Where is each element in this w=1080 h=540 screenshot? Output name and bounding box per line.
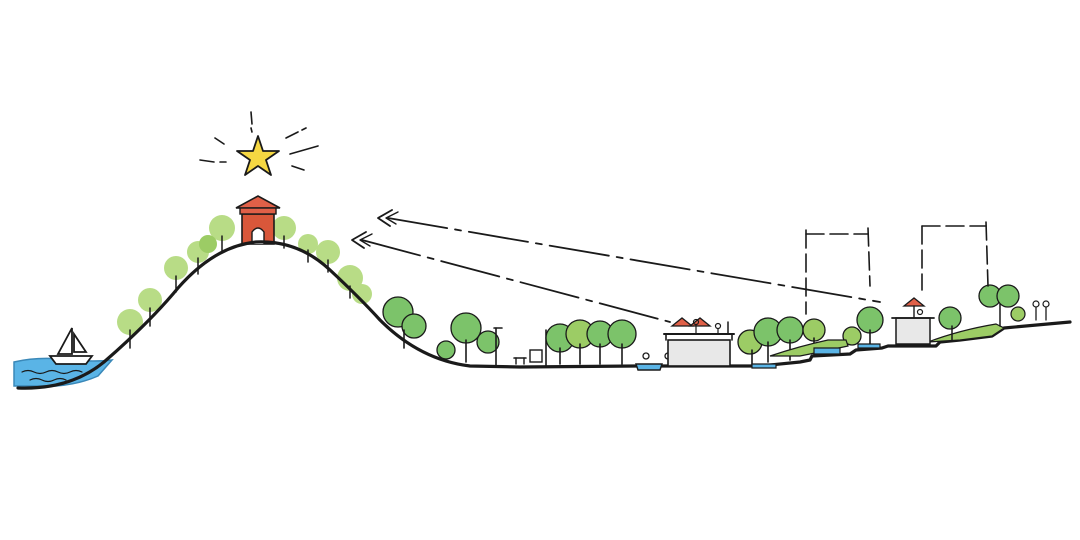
tree-icon: [586, 320, 614, 365]
tree-icon: [352, 284, 372, 304]
pavilion-icon: [235, 195, 281, 245]
sailboat-icon: [48, 327, 94, 365]
terrace-slopes: [751, 323, 1006, 369]
tree-icon: [1010, 306, 1026, 322]
tree-icon: [199, 235, 217, 253]
water-body: [13, 357, 114, 387]
building-frame-left: [805, 227, 871, 315]
tree-icon: [164, 256, 188, 293]
far-right-group: [938, 284, 1050, 341]
person-icon: [692, 318, 700, 335]
tree-icon: [856, 306, 884, 349]
person-icon: [916, 308, 924, 316]
person-icon: [1042, 300, 1050, 321]
star-rays: [199, 111, 319, 171]
tree-icon: [842, 326, 862, 346]
lowland-trees: [382, 296, 637, 367]
person-icon: [1032, 300, 1040, 321]
fountain-pool: [635, 352, 672, 371]
sightline-lower: [351, 231, 671, 323]
observation-pavilion: [891, 297, 935, 345]
bench-icon: [513, 357, 527, 365]
tree-icon: [938, 306, 962, 341]
tree-icon: [209, 215, 235, 253]
viewing-pavilion: [663, 317, 735, 367]
building-frame-right: [921, 221, 989, 291]
lamp-post-icon: [493, 327, 503, 367]
person-icon: [714, 322, 722, 335]
star-icon: [236, 135, 280, 176]
tree-icon: [382, 296, 427, 349]
terrace-trees: [737, 306, 884, 367]
tree-icon: [436, 312, 500, 363]
tree-icon: [978, 284, 1020, 327]
tree-icon: [607, 319, 637, 365]
sightline-upper: [377, 209, 881, 303]
person-icon: [529, 349, 543, 363]
